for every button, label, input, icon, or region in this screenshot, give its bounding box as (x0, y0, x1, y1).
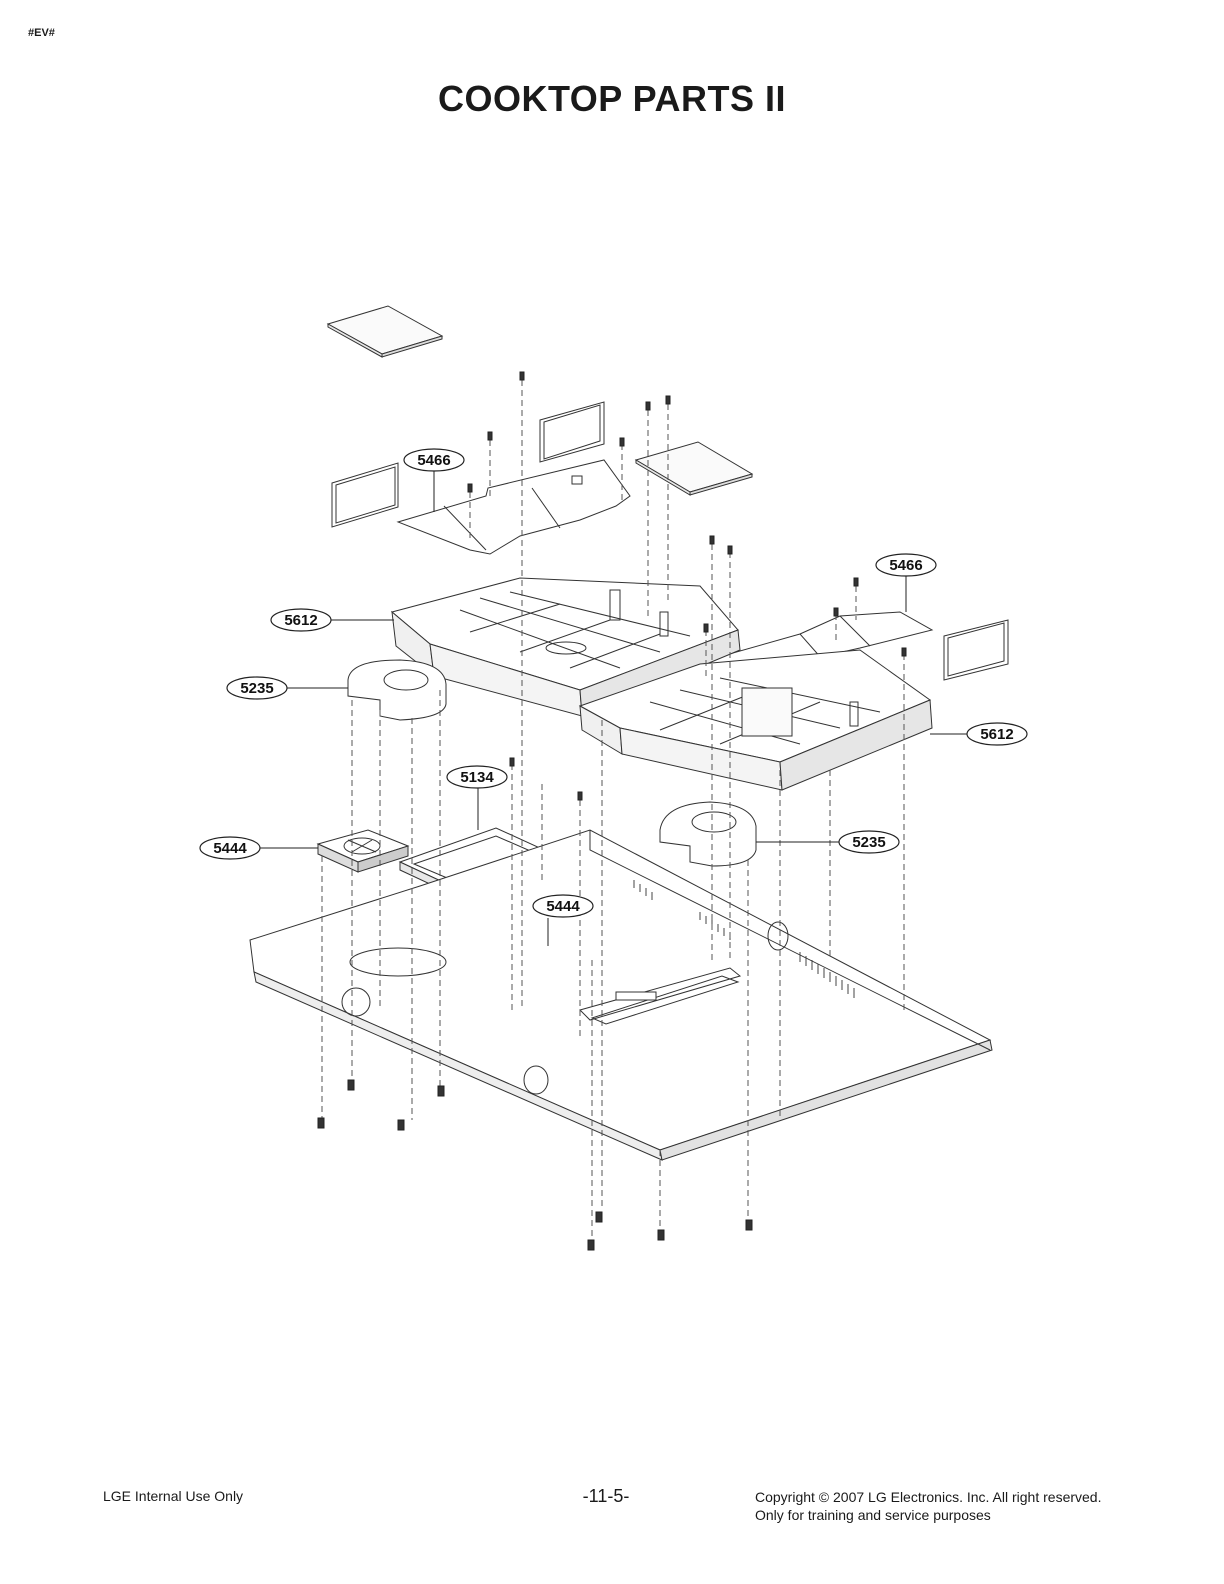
callout-label: 5612 (980, 726, 1013, 743)
fan-5444-left (316, 829, 410, 873)
leader-lines (258, 470, 968, 946)
bracket-5466-left (396, 459, 631, 555)
footer-internal-note: LGE Internal Use Only (103, 1488, 244, 1504)
callout-label: 5612 (284, 612, 317, 629)
callout-label: 5134 (460, 769, 494, 786)
callout-5235-left: 5235 (226, 676, 288, 700)
callout-label: 5466 (417, 452, 450, 469)
callout-5444-center: 5444 (532, 894, 594, 918)
insulation-pad-right (943, 619, 1009, 681)
callout-label: 5444 (546, 898, 580, 915)
callout-label: 5444 (213, 840, 247, 857)
top-plate-2 (634, 441, 754, 496)
frame-5612-left (390, 577, 741, 717)
callout-5612-left: 5612 (270, 608, 332, 632)
usage-line: Only for training and service purposes (755, 1507, 991, 1523)
footer-copyright: Copyright © 2007 LG Electronics. Inc. Al… (755, 1488, 1101, 1524)
callout-5466-right: 5466 (875, 553, 937, 577)
page-number: -11-5- (582, 1486, 630, 1506)
insulation-pad-center (539, 401, 605, 463)
top-plate (326, 305, 444, 358)
callout-5466-left: 5466 (403, 448, 465, 472)
callout-5612-right: 5612 (966, 722, 1028, 746)
callout-5235-right: 5235 (838, 830, 900, 854)
screws (317, 371, 907, 1251)
callout-label: 5235 (240, 680, 273, 697)
base-chassis (249, 829, 993, 1161)
copyright-line: Copyright © 2007 LG Electronics. Inc. Al… (755, 1489, 1102, 1505)
callout-label: 5466 (889, 557, 922, 574)
assembly-lines (321, 380, 905, 1240)
document-tag: #EV# (28, 27, 55, 39)
callout-label: 5235 (852, 834, 885, 851)
vent-slots (633, 880, 855, 998)
page-title: COOKTOP PARTS II (437, 78, 787, 119)
insulation-pad-left (331, 462, 399, 528)
callout-5134: 5134 (446, 765, 508, 789)
blower-5235-left (347, 659, 447, 721)
frame-5612-right (578, 649, 933, 791)
callout-5444-left: 5444 (199, 836, 261, 860)
blower-5235-right (659, 801, 757, 867)
